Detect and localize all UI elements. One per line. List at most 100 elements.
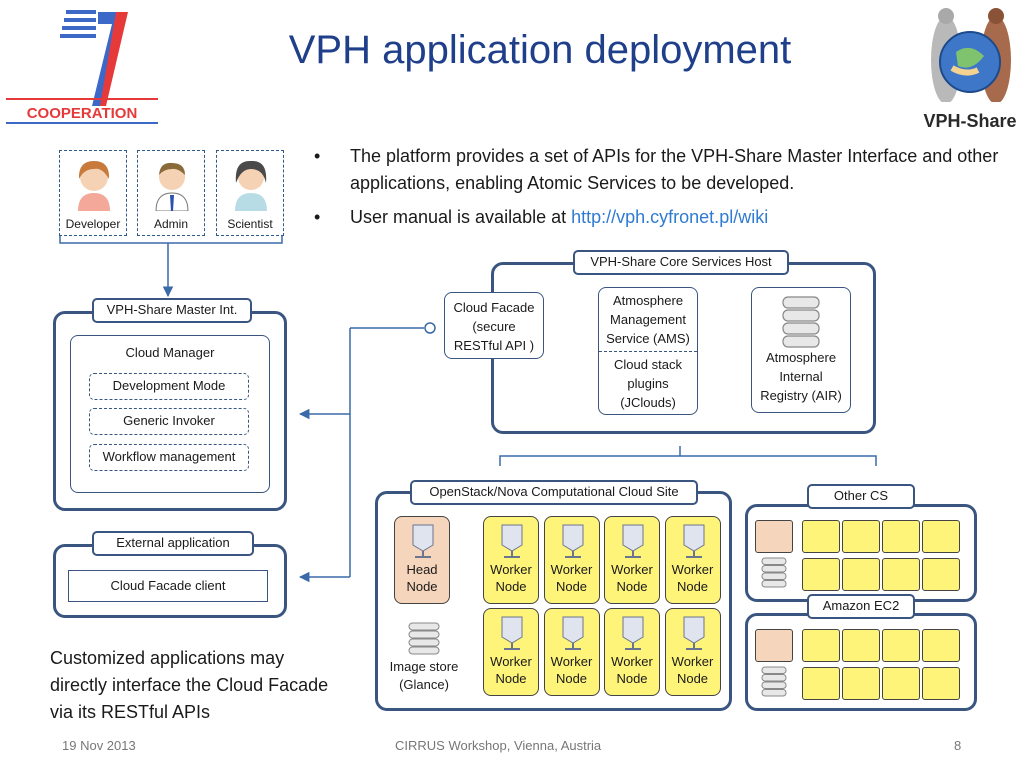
server-icon — [560, 615, 586, 654]
cloud-facade-line2: (secure — [472, 319, 516, 334]
database-icon — [782, 296, 820, 348]
bullet-list: The platform provides a set of APIs for … — [312, 143, 1012, 238]
module-workflow-management[interactable]: Workflow management — [89, 444, 249, 471]
footer-date: 19 Nov 2013 — [62, 738, 136, 753]
server-icon — [499, 615, 525, 654]
other-cs-worker-cell — [922, 558, 960, 591]
amazon-ec2-worker-cell — [842, 629, 880, 662]
other-cs-worker-cell — [882, 558, 920, 591]
cloud-facade-line3: RESTful API ) — [453, 338, 535, 353]
user-scientist-label: Scientist — [227, 217, 273, 231]
amazon-ec2-worker-cell — [802, 629, 840, 662]
user-admin: Admin — [137, 150, 205, 236]
manual-link[interactable]: http://vph.cyfronet.pl/wiki — [571, 207, 769, 227]
air-line3: Registry (AIR) — [760, 388, 842, 403]
other-cs-worker-cell — [882, 520, 920, 553]
plugins-line3: (JClouds) — [620, 395, 676, 410]
other-cs-worker-cell — [922, 520, 960, 553]
air-line2: Internal — [779, 369, 823, 384]
amazon-ec2-worker-cell — [882, 667, 920, 700]
core-services-label: VPH-Share Core Services Host — [573, 250, 789, 275]
bullet-apis-text: The platform provides a set of APIs for … — [350, 146, 999, 193]
ams-line2: Management — [610, 312, 686, 327]
person-icon — [78, 161, 110, 211]
module-generic-invoker[interactable]: Generic Invoker — [89, 408, 249, 435]
ams-line1: Atmosphere — [612, 293, 684, 308]
amazon-ec2-worker-cell — [802, 667, 840, 700]
caption: Customized applications may directly int… — [50, 648, 329, 722]
vph-share-logo-label: VPH-Share — [923, 111, 1016, 131]
air-box: Atmosphere Internal Registry (AIR) — [751, 287, 851, 413]
other-cs-worker-cell — [802, 520, 840, 553]
person-icon — [155, 162, 189, 211]
image-store-line1: Image store — [389, 659, 459, 674]
user-developer: Developer — [59, 150, 127, 236]
other-cs-worker-cell — [802, 558, 840, 591]
user-developer-label: Developer — [65, 217, 121, 231]
other-cs-label: Other CS — [807, 484, 915, 509]
other-cs-head-node — [755, 520, 793, 553]
server-icon — [560, 523, 586, 562]
cloud-facade-client: Cloud Facade client — [68, 570, 268, 602]
database-icon — [761, 666, 787, 703]
bullet-manual-text: User manual is available at — [350, 207, 572, 227]
fp7-cooperation-logo: COOPERATION — [6, 6, 158, 130]
bullet-manual: User manual is available at http://vph.c… — [312, 204, 1012, 231]
air-line1: Atmosphere — [765, 350, 837, 365]
vph-share-logo: VPH-Share — [916, 2, 1024, 136]
ams-line3: Service (AMS) — [606, 331, 690, 346]
image-store: Image store (Glance) — [382, 622, 466, 702]
amazon-ec2-worker-cell — [882, 629, 920, 662]
cloud-manager-label: Cloud Manager — [125, 345, 215, 360]
image-store-line2: (Glance) — [399, 677, 449, 692]
cooperation-label: COOPERATION — [27, 105, 138, 122]
head-node-line2: Node — [406, 579, 438, 594]
server-icon — [681, 523, 707, 562]
openstack-label: OpenStack/Nova Computational Cloud Site — [410, 480, 698, 505]
external-app-label: External application — [92, 531, 254, 556]
server-icon — [620, 615, 646, 654]
footer-event: CIRRUS Workshop, Vienna, Austria — [395, 738, 602, 753]
server-icon — [620, 523, 646, 562]
cloud-facade-line1: Cloud Facade — [453, 300, 535, 315]
plugins-line2: plugins — [627, 376, 669, 391]
amazon-ec2-worker-cell — [922, 667, 960, 700]
user-admin-label: Admin — [153, 217, 188, 231]
person-icon — [235, 160, 267, 211]
database-icon — [761, 557, 787, 594]
ams-box: Atmosphere Management Service (AMS) Clou… — [598, 287, 698, 415]
head-node-line1: Head — [406, 562, 438, 577]
server-icon — [412, 524, 434, 558]
amazon-ec2-worker-cell — [842, 667, 880, 700]
cloud-stack-plugins: Cloud stack plugins (JClouds) — [599, 352, 697, 412]
cloud-facade-box: Cloud Facade (secure RESTful API ) — [444, 292, 544, 359]
bullet-apis: The platform provides a set of APIs for … — [312, 143, 1012, 197]
master-interface-label: VPH-Share Master Int. — [92, 298, 252, 323]
server-icon — [499, 523, 525, 562]
footer-page-number: 8 — [954, 738, 962, 753]
amazon-ec2-label: Amazon EC2 — [807, 594, 915, 619]
other-cs-worker-cell — [842, 520, 880, 553]
database-icon — [408, 622, 440, 655]
amazon-ec2-head-node — [755, 629, 793, 662]
module-development-mode[interactable]: Development Mode — [89, 373, 249, 400]
plugins-line1: Cloud stack — [614, 357, 682, 372]
other-cs-worker-cell — [842, 558, 880, 591]
server-icon — [681, 615, 707, 654]
slide-title: VPH application deployment — [288, 28, 792, 72]
